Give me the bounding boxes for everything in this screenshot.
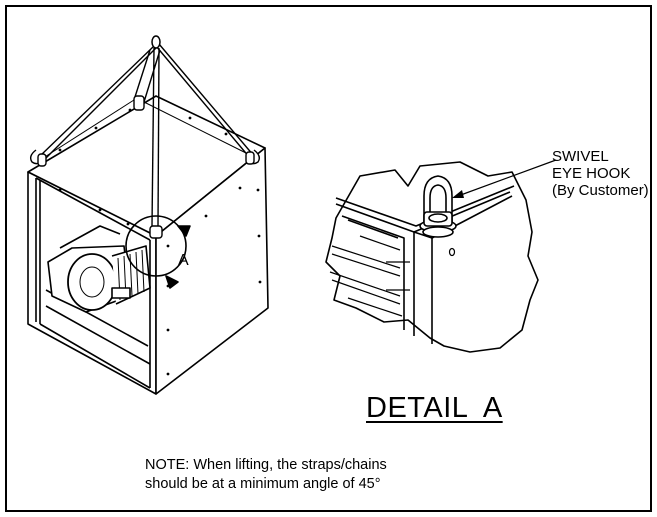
detail-a-title: DETAIL A: [366, 392, 503, 424]
motor: [47, 245, 151, 313]
note-line-2: should be at a minimum angle of 45°: [145, 476, 381, 492]
note-line-1: NOTE: When lifting, the straps/chains: [145, 457, 387, 473]
detail-a-marker-label: A: [178, 252, 189, 269]
detail-a-marker-circle: [125, 215, 191, 289]
shackles: [29, 95, 261, 239]
callout-line-3: (By Customer): [552, 182, 649, 199]
cabinet-side-face: [155, 147, 269, 395]
callout-line-2: EYE HOOK: [552, 165, 631, 182]
callout-leader: [457, 159, 557, 197]
fan-cabinet-drawing: [27, 35, 269, 395]
motor-end-cap: [67, 253, 117, 311]
lifting-straps: [39, 43, 255, 227]
lifting-note: NOTE: When lifting, the straps/chains sh…: [145, 456, 387, 494]
swivel-eye-hook-callout: SWIVEL EYE HOOK (By Customer): [552, 148, 649, 199]
detail-a-drawing: [325, 159, 557, 353]
lifting-ring: [151, 35, 161, 49]
drawing-border: [5, 5, 652, 512]
swivel-eye-hook: [419, 175, 457, 238]
callout-line-1: SWIVEL: [552, 148, 609, 165]
